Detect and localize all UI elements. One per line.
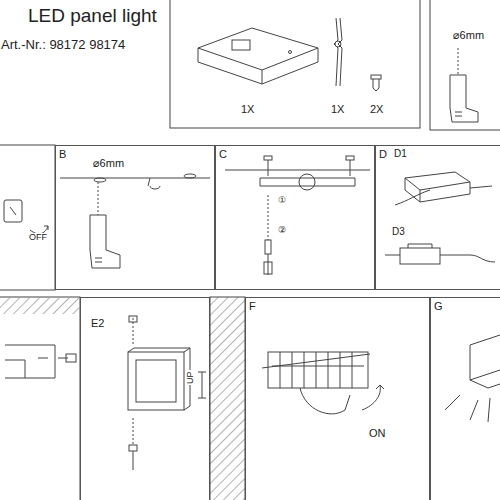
ceiling-drill xyxy=(60,174,210,268)
step-panel: G xyxy=(430,297,500,500)
wall-hatch xyxy=(210,297,245,500)
switch-state: ON xyxy=(368,428,387,439)
orientation-mark: UP xyxy=(186,370,195,385)
step-letter: G xyxy=(434,301,443,312)
e1-panel xyxy=(0,297,80,500)
panel-frame xyxy=(198,28,318,84)
step-panel: C xyxy=(215,145,375,290)
panel-front xyxy=(128,316,206,470)
switch-panel xyxy=(0,145,55,290)
bracket-mounting xyxy=(225,156,370,275)
detail-label: D3 xyxy=(391,227,406,237)
sheet-title: LED panel light xyxy=(28,6,157,25)
terminal-block xyxy=(262,352,384,414)
quantity: 1X xyxy=(240,104,255,115)
panel-fixing xyxy=(5,345,76,378)
connector-detail xyxy=(385,172,495,264)
installed-panel xyxy=(445,335,500,422)
step-letter: F xyxy=(249,301,256,312)
detail-label: D1 xyxy=(393,149,408,159)
mounting-bracket xyxy=(334,18,342,86)
ceiling-hatch xyxy=(0,298,79,314)
step-panel: F xyxy=(245,297,430,500)
screw-icon xyxy=(371,75,381,91)
dimension: ⌀6mm xyxy=(452,30,485,41)
dimension: ⌀6mm xyxy=(92,158,125,169)
quantity: 2X xyxy=(369,104,384,115)
step-panel: D xyxy=(375,145,500,290)
step-number: ② xyxy=(277,226,287,235)
step-letter: D xyxy=(379,149,387,160)
step-number: ① xyxy=(277,196,287,205)
step-panel: B xyxy=(55,145,215,290)
step-letter: C xyxy=(219,149,227,160)
drill-panel xyxy=(430,0,500,130)
switch-state: OFF xyxy=(28,233,48,242)
step-panel: E2 xyxy=(80,297,210,500)
step-letter: B xyxy=(59,149,66,160)
contents-panel xyxy=(170,0,420,128)
drill-icon xyxy=(450,48,478,122)
article-number: Art.-Nr.: 98172 98174 xyxy=(0,38,126,51)
wall-switch xyxy=(4,200,48,234)
step-letter: E2 xyxy=(91,318,104,329)
quantity: 1X xyxy=(330,104,345,115)
